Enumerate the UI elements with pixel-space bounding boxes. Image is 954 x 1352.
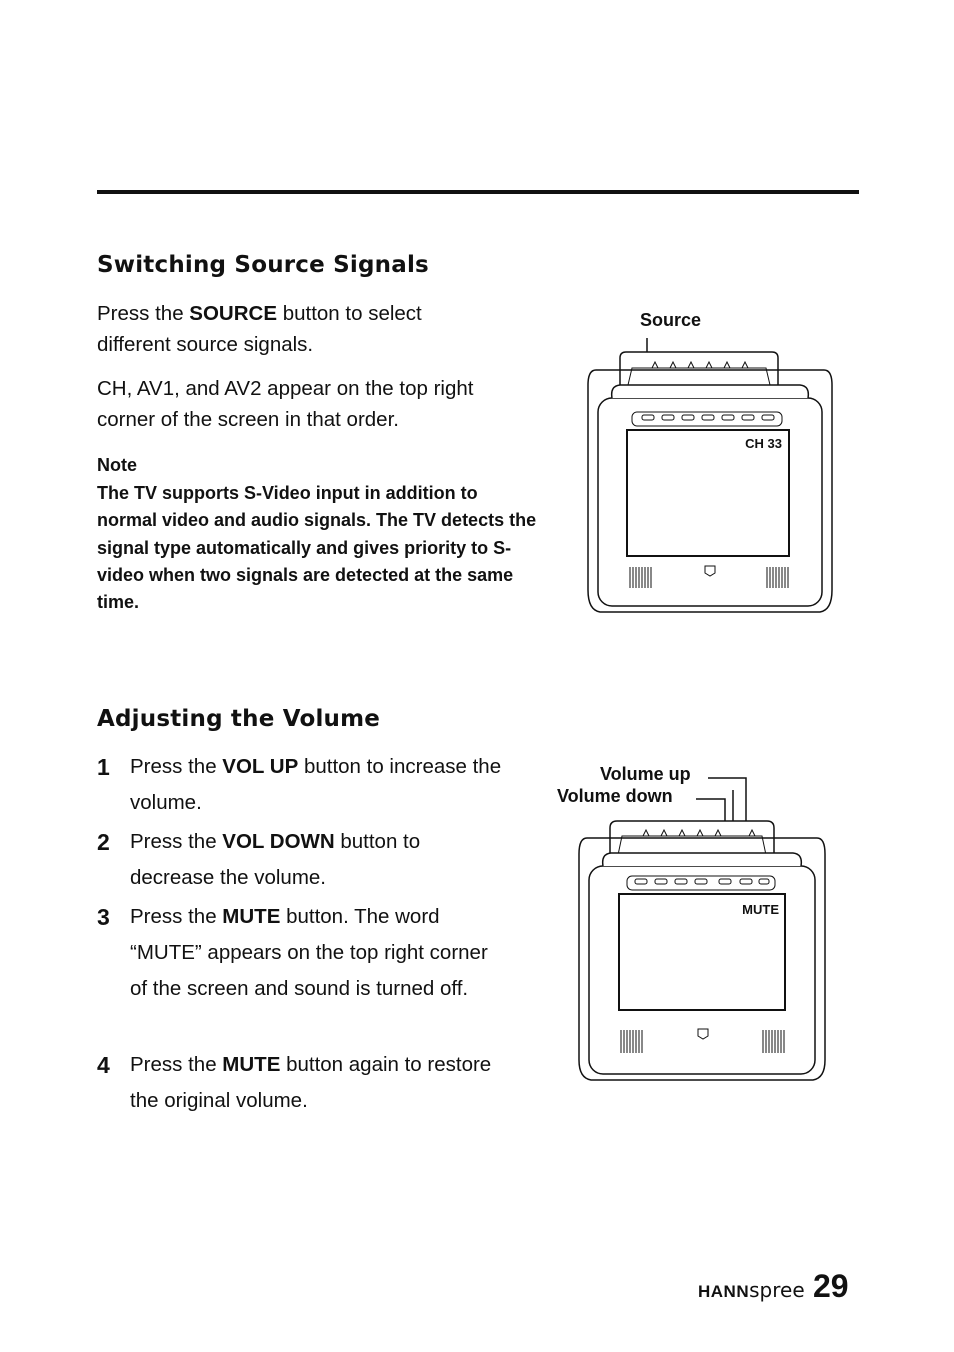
step-text: Press the MUTE button. The word “MUTE” a… — [130, 905, 488, 1000]
step-text: Press the VOL DOWN button to decrease th… — [130, 830, 421, 889]
tv-illustration-volume: MUTE — [578, 777, 826, 1081]
step-number: 3 — [97, 904, 110, 930]
step-number: 1 — [97, 754, 110, 780]
section-heading-source: Switching Source Signals — [97, 252, 429, 278]
volume-down-callout-label: Volume down — [557, 786, 673, 806]
header-rule — [97, 190, 859, 194]
step-4: 4 Press the MUTE button again to restore… — [97, 1047, 507, 1119]
section-heading-volume: Adjusting the Volume — [97, 706, 381, 732]
note-body: The TV supports S-Video input in additio… — [97, 483, 537, 613]
step-number: 4 — [97, 1052, 110, 1078]
note-title: Note — [97, 455, 137, 475]
screen-osd-mute: MUTE — [742, 902, 779, 917]
source-order-text: CH, AV1, and AV2 appear on the top right… — [97, 377, 474, 431]
step-1: 1 Press the VOL UP button to increase th… — [97, 749, 527, 821]
tv-illustration-source: CH 33 — [587, 338, 833, 613]
step-text: Press the VOL UP button to increase the … — [130, 755, 502, 814]
source-instruction: Press the SOURCE button to select differ… — [97, 302, 422, 356]
step-number: 2 — [97, 829, 110, 855]
page-number: 29 — [813, 1268, 849, 1304]
brand-logo: HANNspree — [698, 1278, 805, 1302]
step-text: Press the MUTE button again to restore t… — [130, 1053, 492, 1112]
volume-up-callout-label: Volume up — [600, 764, 691, 784]
source-callout-label: Source — [640, 310, 702, 330]
step-2: 2 Press the VOL DOWN button to decrease … — [97, 824, 507, 896]
step-3: 3 Press the MUTE button. The word “MUTE”… — [97, 899, 507, 1007]
screen-osd-channel: CH 33 — [745, 436, 782, 451]
